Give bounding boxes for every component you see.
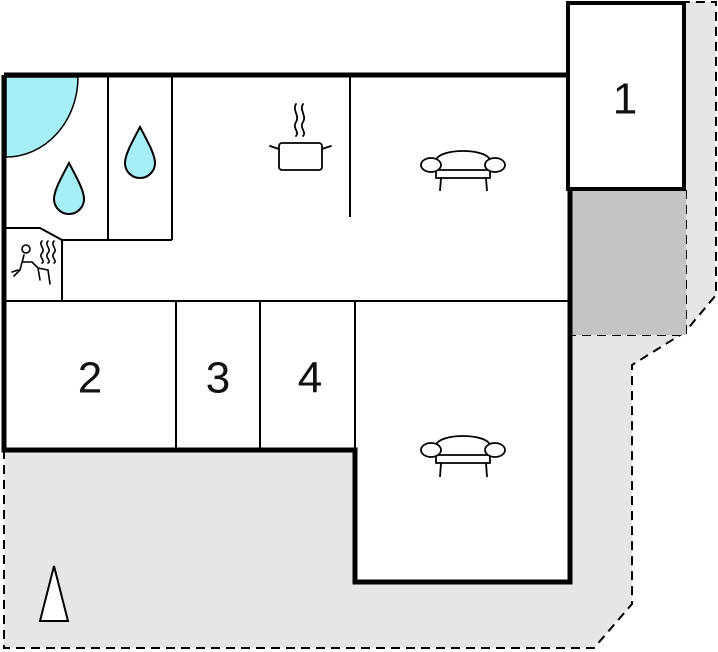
room-number-3: 3 bbox=[206, 354, 230, 403]
kitchen-pot-icon bbox=[269, 103, 332, 171]
pool-quarter-circle bbox=[5, 76, 79, 158]
room-number-4: 4 bbox=[298, 354, 322, 403]
interior-walls bbox=[4, 77, 570, 450]
sauna-icon bbox=[11, 240, 56, 285]
covered-area bbox=[570, 190, 686, 335]
room-1 bbox=[566, 1, 686, 191]
water-drop-icon bbox=[123, 124, 157, 179]
room-number-2: 2 bbox=[78, 354, 102, 403]
sofa-icon bbox=[420, 435, 506, 478]
north-arrow-icon bbox=[38, 565, 70, 622]
water-drop-icon bbox=[52, 160, 86, 215]
terrace-outline bbox=[3, 1, 717, 649]
terrace-area bbox=[4, 2, 716, 648]
sofa-icon bbox=[420, 150, 506, 192]
outer-walls bbox=[1, 72, 573, 585]
room-number-1: 1 bbox=[613, 75, 637, 124]
